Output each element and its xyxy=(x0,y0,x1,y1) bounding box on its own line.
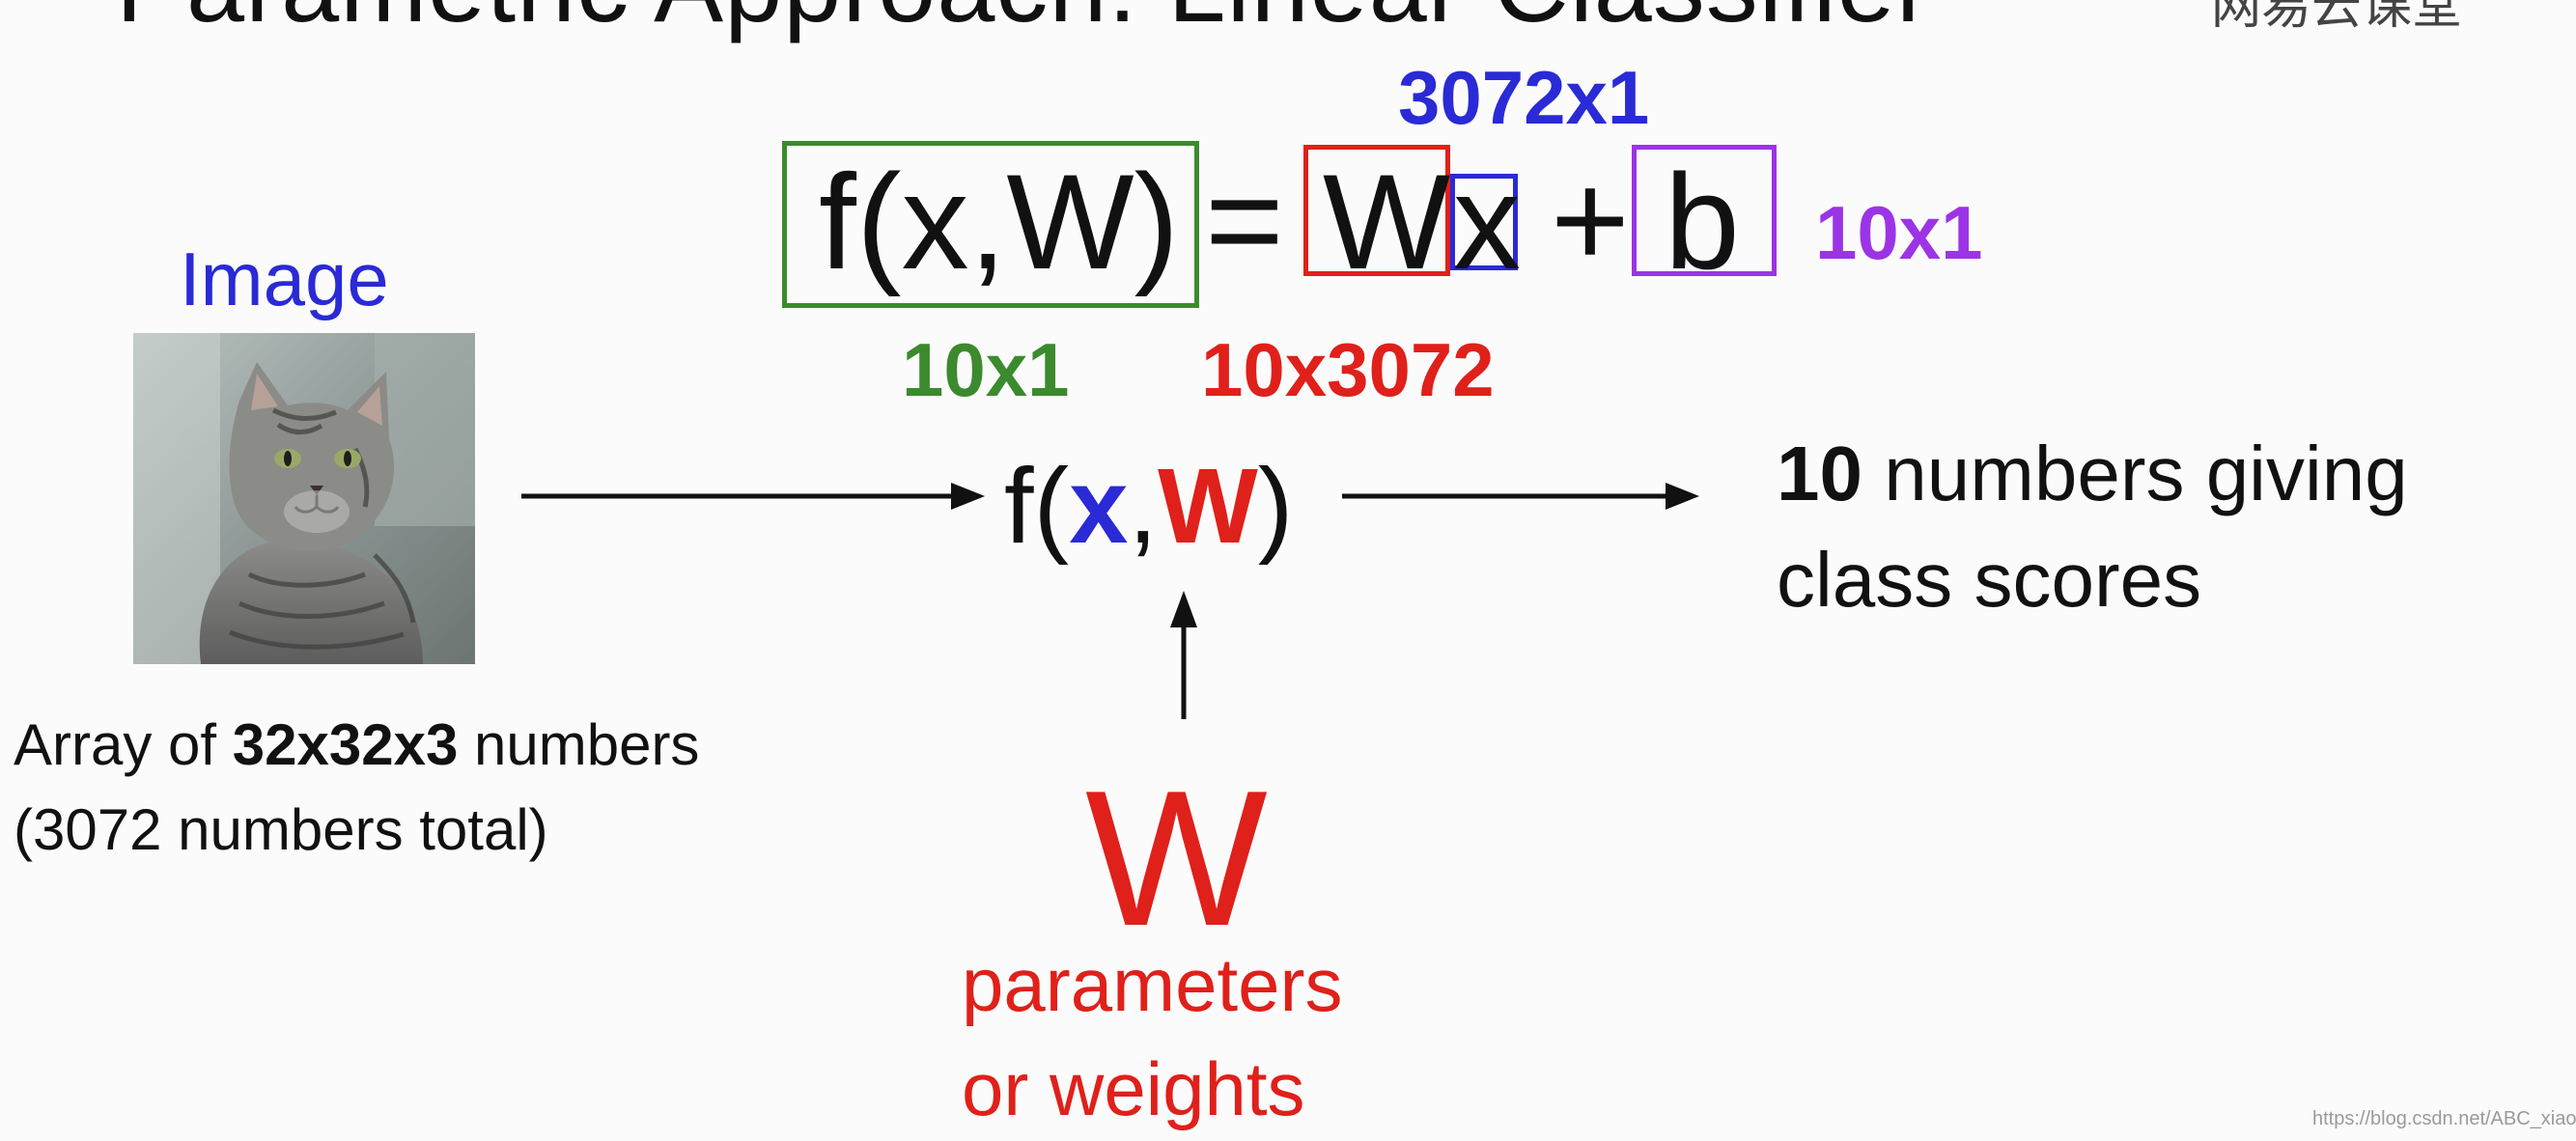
caption-pre: Array of xyxy=(14,712,233,777)
equation-equals: = xyxy=(1205,144,1284,295)
weights-description: parameters or weights xyxy=(962,932,1343,1141)
dim-W: 10x3072 xyxy=(1201,327,1495,412)
image-caption: Array of 32x32x3 numbers (3072 numbers t… xyxy=(14,703,699,873)
output-line2: class scores xyxy=(1777,537,2202,623)
image-caption-line1: Array of 32x32x3 numbers xyxy=(14,703,699,788)
equation-lhs: f(x,W) xyxy=(819,146,1180,297)
caption-post: numbers xyxy=(458,712,700,777)
fx-box xyxy=(782,141,1199,308)
watermark: https://blog.csdn.net/ABC_xiaoming xyxy=(2312,1108,2576,1129)
caption-dims: 32x32x3 xyxy=(232,712,459,777)
course-logo-cropped: 网易云课堂 xyxy=(2211,0,2463,35)
w-matrix-box xyxy=(1303,145,1450,276)
f-open: f( xyxy=(1004,447,1070,566)
output-count: 10 xyxy=(1777,431,1862,516)
image-label: Image xyxy=(180,237,389,321)
output-line1: 10 numbers giving xyxy=(1777,421,2408,527)
image-caption-line2: (3072 numbers total) xyxy=(14,797,548,862)
equation-plus: + xyxy=(1551,144,1630,295)
output-rest: numbers giving xyxy=(1862,431,2408,516)
f-W: W xyxy=(1157,447,1258,566)
weights-arrow-head xyxy=(1170,591,1197,627)
b-bias-box xyxy=(1632,145,1777,276)
equation-x: x xyxy=(1453,146,1521,297)
weights-symbol: W xyxy=(1085,751,1268,966)
cat-photo xyxy=(133,333,475,664)
output-arrow-head xyxy=(1666,483,1699,510)
input-arrow-head xyxy=(951,483,985,510)
dim-b: 10x1 xyxy=(1815,190,1983,275)
x-vector-box xyxy=(1450,174,1518,270)
f-close: ) xyxy=(1257,447,1294,566)
dim-x: 3072x1 xyxy=(1398,55,1650,140)
slide-title-cropped: Parametric Approach: Linear Classifier xyxy=(116,0,1932,45)
dim-fx: 10x1 xyxy=(902,327,1070,412)
f-x: x xyxy=(1069,447,1129,566)
function-fxw: f(x,W) xyxy=(1004,454,1293,560)
f-comma: , xyxy=(1128,447,1158,566)
equation-W: W xyxy=(1323,146,1451,297)
weights-line1: parameters xyxy=(962,942,1343,1027)
output-description: 10 numbers giving class scores xyxy=(1777,421,2408,633)
weights-line2: or weights xyxy=(962,1046,1305,1131)
equation-b: b xyxy=(1665,146,1740,297)
